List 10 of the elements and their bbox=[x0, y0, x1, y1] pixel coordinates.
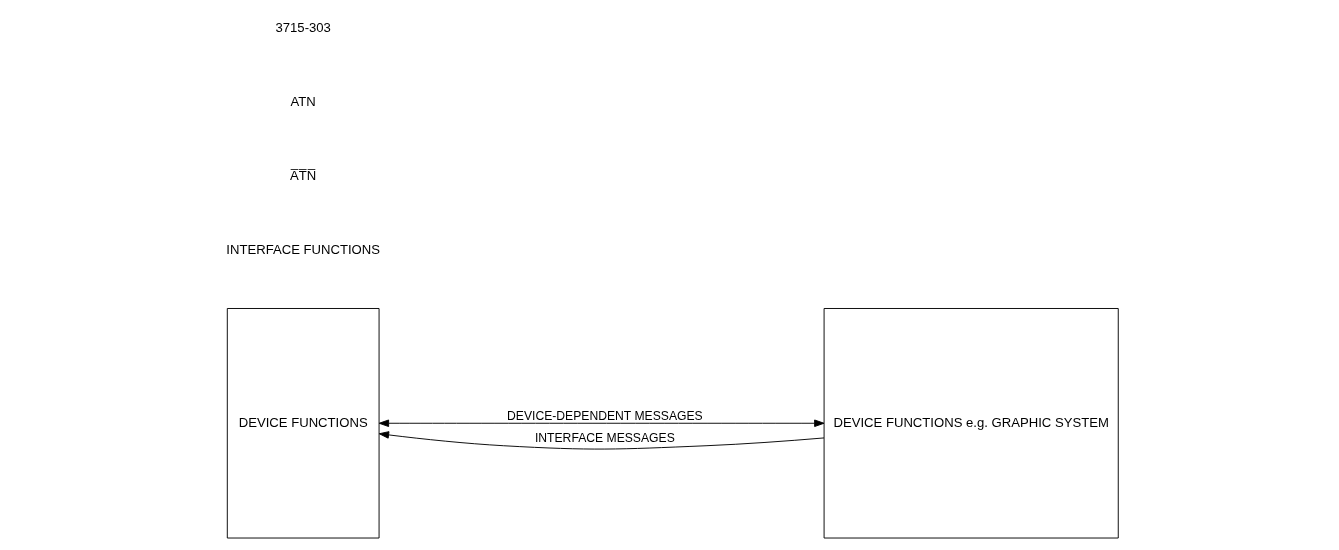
node-box: DEVICE FUNCTIONS bbox=[226, 308, 380, 539]
arrow bbox=[378, 419, 825, 427]
label: INTERFACE FUNCTIONS bbox=[226, 242, 381, 258]
edge-label: INTERFACE MESSAGES bbox=[534, 431, 675, 446]
label: A̅T̅N̅ bbox=[290, 168, 317, 184]
label: 3715-303 bbox=[275, 20, 331, 36]
arrow bbox=[378, 431, 825, 450]
edge-label: DEVICE-DEPENDENT MESSAGES bbox=[507, 408, 703, 423]
label: ATN bbox=[290, 94, 316, 110]
node-box: DEVICE FUNCTIONS e.g. GRAPHIC SYSTEM bbox=[823, 308, 1119, 539]
